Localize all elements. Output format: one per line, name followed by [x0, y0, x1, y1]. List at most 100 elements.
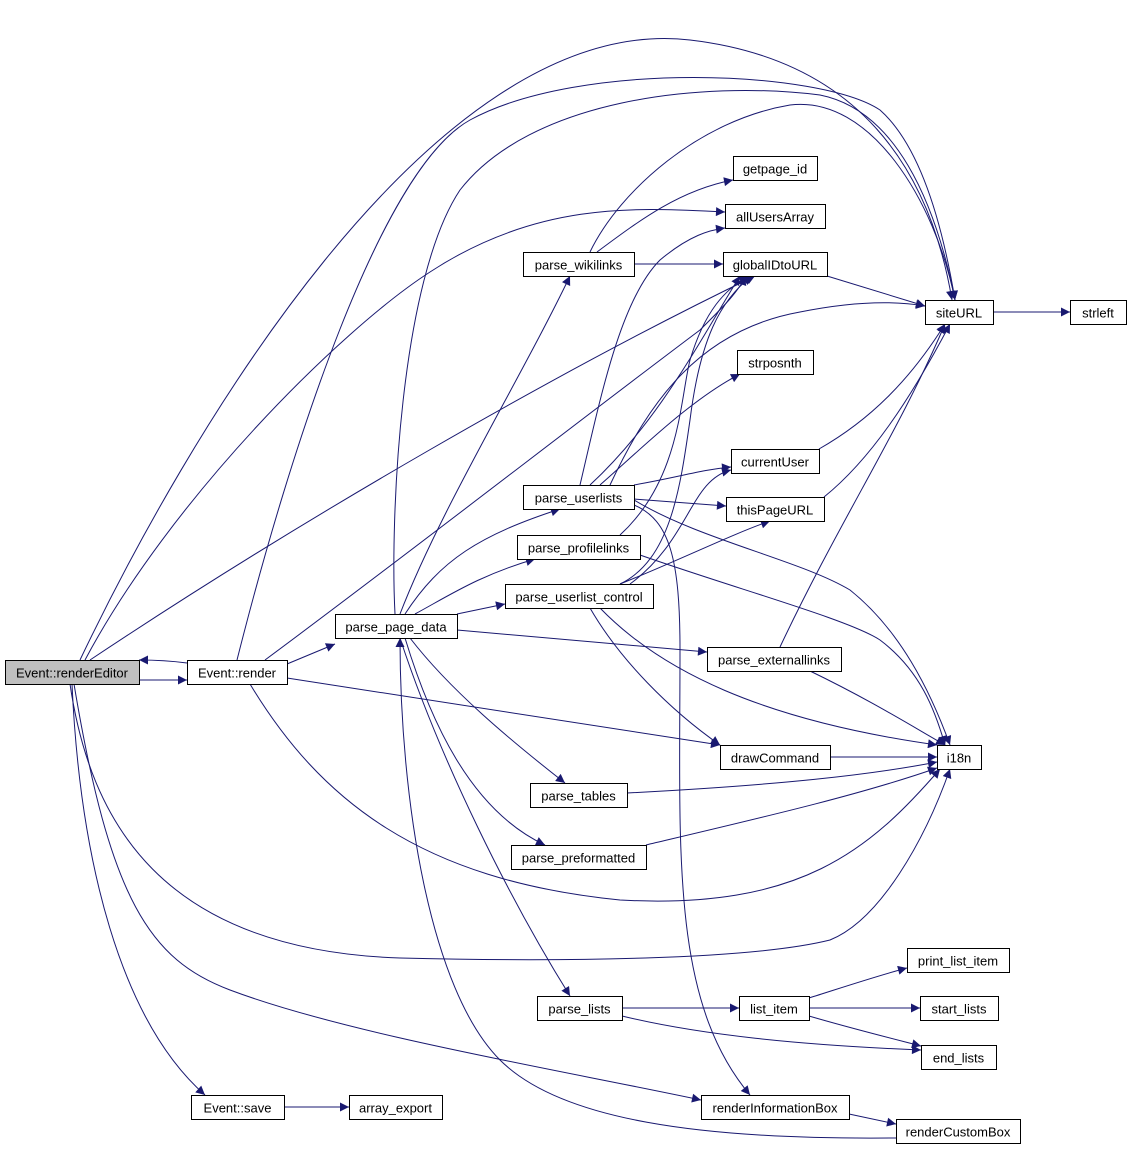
- node-box[interactable]: [537, 996, 623, 1021]
- node-box[interactable]: [937, 745, 982, 770]
- edge-renderEditor-to-globalIDtoURL: [89, 275, 756, 661]
- node-box[interactable]: [739, 996, 810, 1021]
- node-box[interactable]: [907, 948, 1010, 973]
- node-box[interactable]: [731, 449, 820, 474]
- node-parse_page_data[interactable]: parse_page_data: [335, 614, 458, 639]
- node-label: parse_page_data: [345, 620, 447, 635]
- node-box[interactable]: [707, 647, 842, 672]
- node-siteURL[interactable]: siteURL: [925, 300, 994, 325]
- node-array_export[interactable]: array_export: [349, 1095, 443, 1120]
- edge-renderEditor-to-save: [71, 683, 206, 1096]
- node-start_lists[interactable]: start_lists: [920, 996, 999, 1021]
- edge-parse_profilelinks-to-i18n: [639, 554, 947, 746]
- edge-renderEditor-to-renderInformationBox: [73, 683, 702, 1103]
- node-end_lists[interactable]: end_lists: [921, 1045, 997, 1070]
- node-label: allUsersArray: [736, 210, 815, 225]
- edge-parse_wikilinks-to-siteURL: [589, 103, 958, 301]
- node-box[interactable]: [191, 1095, 285, 1120]
- node-box[interactable]: [921, 1045, 997, 1070]
- node-renderInformationBox[interactable]: renderInformationBox: [701, 1095, 850, 1120]
- edge-parse_page_data-to-parse_lists: [399, 637, 571, 997]
- node-label: currentUser: [741, 455, 810, 470]
- node-label: Event::save: [204, 1101, 272, 1116]
- node-box[interactable]: [733, 156, 818, 181]
- node-label: parse_profilelinks: [528, 541, 630, 556]
- node-box[interactable]: [511, 845, 647, 870]
- edge-render-to-drawCommand: [286, 677, 721, 749]
- node-box[interactable]: [523, 252, 635, 277]
- node-label: parse_wikilinks: [535, 258, 623, 273]
- node-renderEditor[interactable]: Event::renderEditor: [5, 660, 140, 685]
- node-strposnth[interactable]: strposnth: [737, 350, 814, 375]
- node-label: Event::render: [198, 666, 277, 681]
- edge-list_item-to-print_list_item: [808, 965, 908, 999]
- edge-renderEditor-to-siteURL: [79, 38, 955, 661]
- node-box[interactable]: [5, 660, 140, 685]
- edge-parse_page_data-to-parse_userlists: [404, 507, 561, 615]
- node-thisPageURL[interactable]: thisPageURL: [726, 497, 825, 522]
- edge-thisPageURL-to-siteURL: [823, 323, 951, 498]
- edge-parse_page_data-to-parse_wikilinks: [399, 275, 571, 615]
- node-label: end_lists: [933, 1051, 985, 1066]
- node-box[interactable]: [505, 584, 654, 609]
- nodes-layer: Event::renderEditor Event::render parse_pa…: [5, 156, 1127, 1144]
- node-box[interactable]: [517, 535, 641, 560]
- node-render[interactable]: Event::render: [187, 660, 288, 685]
- node-box[interactable]: [726, 497, 825, 522]
- node-i18n[interactable]: i18n: [937, 745, 982, 770]
- node-box[interactable]: [925, 300, 994, 325]
- edge-parse_userlists-to-renderInformationBox: [633, 504, 751, 1096]
- node-renderCustomBox[interactable]: renderCustomBox: [896, 1119, 1021, 1144]
- node-box[interactable]: [723, 252, 828, 277]
- node-drawCommand[interactable]: drawCommand: [720, 745, 831, 770]
- node-box[interactable]: [920, 996, 999, 1021]
- edge-parse_userlists-to-globalIDtoURL: [589, 275, 741, 486]
- node-box[interactable]: [701, 1095, 850, 1120]
- node-box[interactable]: [530, 783, 628, 808]
- node-list_item[interactable]: list_item: [739, 996, 810, 1021]
- node-currentUser[interactable]: currentUser: [731, 449, 820, 474]
- node-label: print_list_item: [918, 954, 998, 969]
- node-box[interactable]: [335, 614, 458, 639]
- node-box[interactable]: [349, 1095, 443, 1120]
- node-parse_lists[interactable]: parse_lists: [537, 996, 623, 1021]
- node-label: renderCustomBox: [906, 1125, 1011, 1140]
- edge-parse_userlist_control-to-drawCommand: [589, 607, 721, 746]
- node-box[interactable]: [737, 350, 814, 375]
- node-label: parse_preformatted: [522, 851, 635, 866]
- edge-render-to-parse_page_data: [286, 643, 336, 665]
- edge-parse_page_data-to-parse_tables: [409, 637, 566, 784]
- edge-renderEditor-to-allUsersArray: [84, 207, 726, 661]
- node-print_list_item[interactable]: print_list_item: [907, 948, 1010, 973]
- node-box[interactable]: [720, 745, 831, 770]
- node-label: getpage_id: [743, 162, 807, 177]
- node-label: drawCommand: [731, 751, 819, 766]
- node-label: parse_lists: [548, 1002, 611, 1017]
- edge-renderEditor-to-i18n: [69, 683, 952, 961]
- node-box[interactable]: [187, 660, 288, 685]
- node-box[interactable]: [725, 204, 826, 229]
- edge-parse_userlists-to-siteURL: [609, 300, 926, 486]
- edge-parse_lists-to-end_lists: [621, 1015, 922, 1055]
- node-box[interactable]: [1070, 300, 1127, 325]
- node-parse_profilelinks[interactable]: parse_profilelinks: [517, 535, 641, 560]
- node-globalIDtoURL[interactable]: globalIDtoURL: [723, 252, 828, 277]
- node-allUsersArray[interactable]: allUsersArray: [725, 204, 826, 229]
- node-getpage_id[interactable]: getpage_id: [733, 156, 818, 181]
- node-parse_tables[interactable]: parse_tables: [530, 783, 628, 808]
- node-box[interactable]: [523, 485, 635, 510]
- node-parse_userlists[interactable]: parse_userlists: [523, 485, 635, 510]
- edge-globalIDtoURL-to-siteURL: [826, 275, 926, 308]
- edge-parse_userlist_control-to-i18n: [599, 607, 938, 749]
- edge-parse_tables-to-i18n: [626, 759, 938, 794]
- node-box[interactable]: [896, 1119, 1021, 1144]
- node-save[interactable]: Event::save: [191, 1095, 285, 1120]
- node-parse_userlist_control[interactable]: parse_userlist_control: [505, 584, 654, 609]
- node-label: Event::renderEditor: [16, 666, 129, 681]
- node-parse_wikilinks[interactable]: parse_wikilinks: [523, 252, 635, 277]
- edge-parse_userlist_control-to-globalIDtoURL: [619, 275, 753, 585]
- edge-parse_profilelinks-to-globalIDtoURL: [619, 275, 749, 536]
- node-parse_externallinks[interactable]: parse_externallinks: [707, 647, 842, 672]
- node-strleft[interactable]: strleft: [1070, 300, 1127, 325]
- node-parse_preformatted[interactable]: parse_preformatted: [511, 845, 647, 870]
